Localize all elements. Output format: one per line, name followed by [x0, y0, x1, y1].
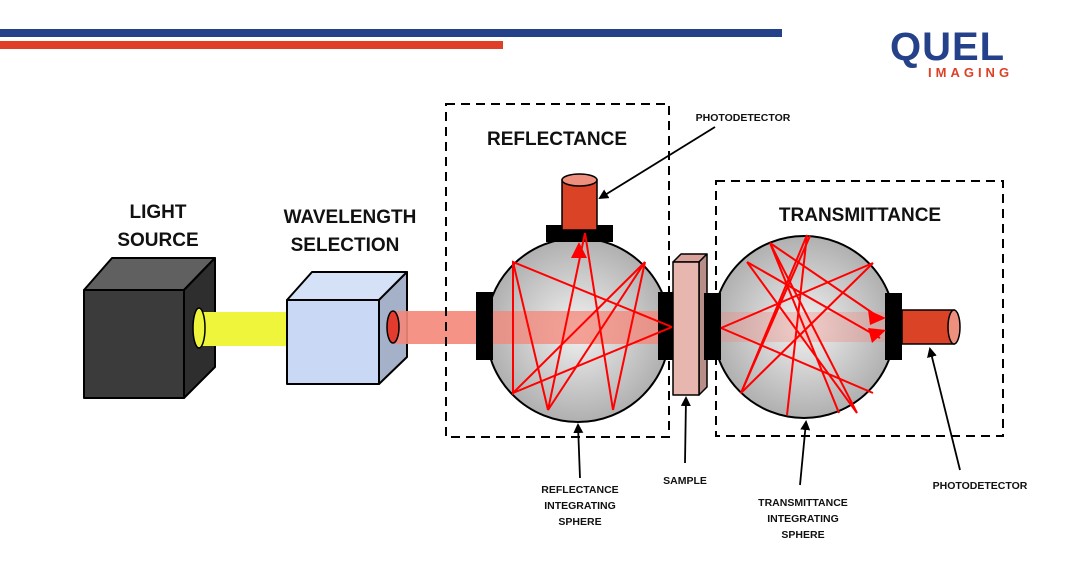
photodetector-right-label: PHOTODETECTOR [933, 480, 1028, 492]
reflectance-rays [512, 232, 673, 411]
reflectance-sphere-pointer [573, 423, 584, 479]
sample [672, 253, 708, 396]
reflectance-sphere-label-3: SPHERE [558, 516, 601, 528]
quel-imaging-logo: QUEL IMAGING [890, 25, 1013, 80]
light-source-cube [83, 257, 216, 399]
sample-label: SAMPLE [663, 475, 707, 487]
photodetector-top [561, 173, 598, 231]
header-bar-red [0, 41, 503, 49]
transmittance-title: TRANSMITTANCE [779, 205, 941, 226]
photodetector-right-pointer [927, 347, 961, 471]
reflectance-ray-arrowhead [571, 242, 587, 258]
light-source-label-2: SOURCE [117, 230, 198, 251]
transmittance-box [715, 180, 1004, 437]
transmittance-ray-arrowhead-2 [868, 328, 886, 343]
header-bar-blue [0, 29, 782, 37]
reflectance-sphere-label-1: REFLECTANCE [541, 484, 618, 496]
photodetector-top-pointer [598, 126, 716, 200]
logo-sub-text: IMAGING [928, 65, 1013, 80]
transmittance-ray-arrowhead-1 [868, 310, 886, 325]
transmittance-sphere-pointer [799, 420, 811, 486]
transmittance-sphere-label-2: INTEGRATING [767, 513, 839, 525]
wavelength-exit-port [386, 310, 400, 344]
transmittance-sphere-label-3: SPHERE [781, 529, 824, 541]
transmittance-exit-port [885, 293, 902, 360]
light-beam [192, 307, 287, 349]
sample-pointer [680, 396, 691, 464]
reflectance-entry-port [476, 292, 493, 360]
beam-in-sphere [480, 311, 665, 344]
light-source-label-1: LIGHT [130, 202, 187, 223]
photodetector-top-label: PHOTODETECTOR [696, 112, 791, 124]
transmittance-sphere-label-1: TRANSMITTANCE [758, 497, 848, 509]
wavelength-label-2: SELECTION [291, 235, 400, 256]
reflectance-box [445, 103, 670, 438]
reflectance-sphere-label-2: INTEGRATING [544, 500, 616, 512]
reflectance-exit-port [658, 292, 675, 360]
transmittance-entry-port [704, 293, 721, 360]
logo-main-text: QUEL [890, 25, 1005, 69]
photodetector-right [901, 309, 961, 345]
transmittance-rays [720, 234, 881, 416]
reflectance-title: REFLECTANCE [487, 129, 627, 150]
wavelength-label-1: WAVELENGTH [284, 207, 417, 228]
